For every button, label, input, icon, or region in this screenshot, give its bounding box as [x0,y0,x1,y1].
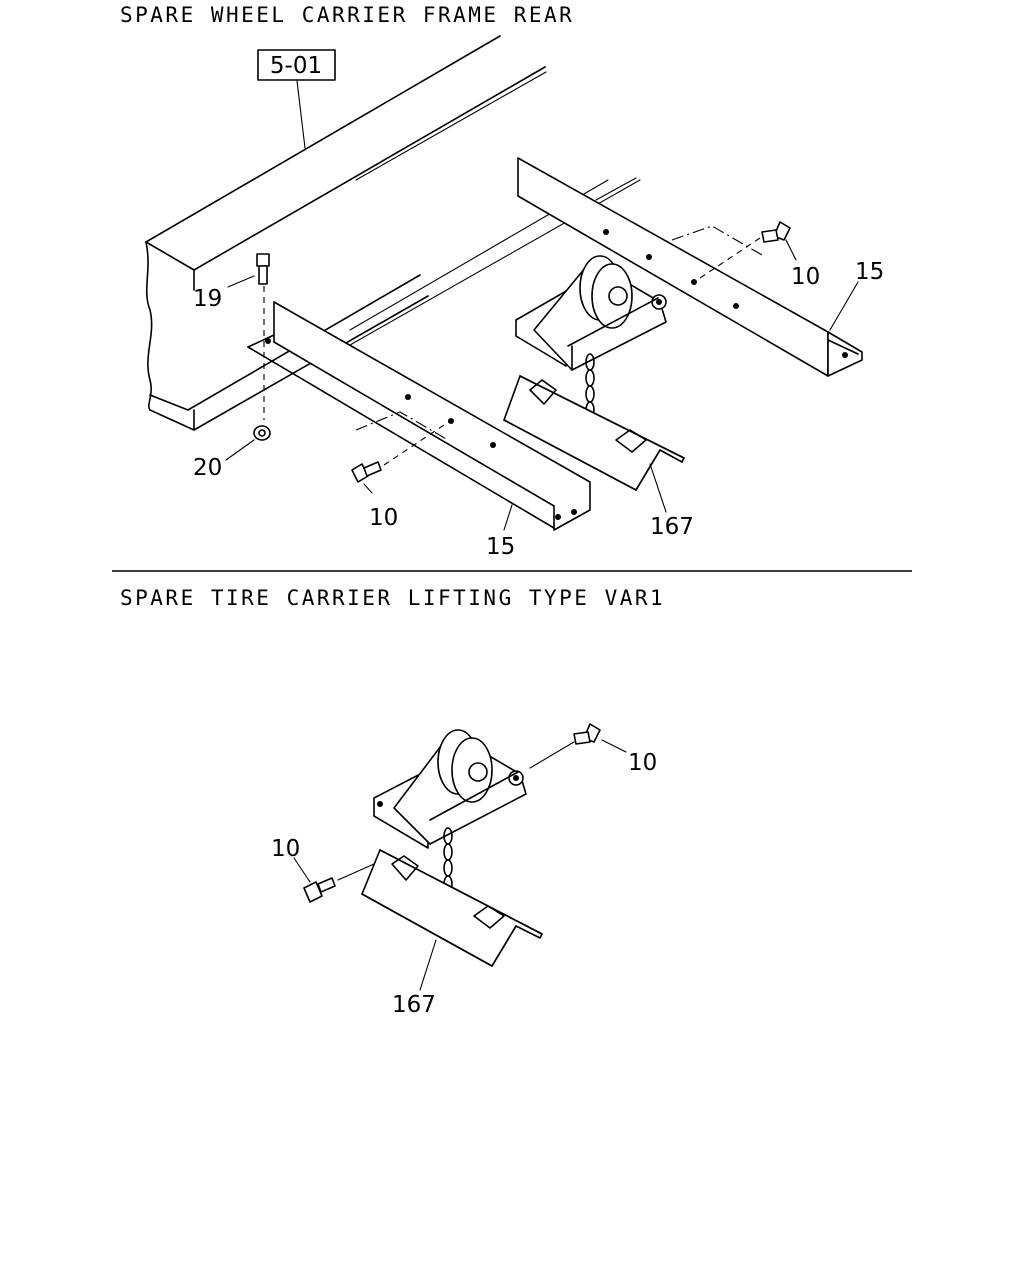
callout-10-right-2: 10 [628,750,657,776]
bolt-19 [256,253,270,420]
callout-10-upper: 10 [791,264,820,290]
callout-167-2: 167 [392,992,436,1018]
leaders-section-2 [293,739,627,991]
winch-assembly-2 [373,729,527,849]
callout-167: 167 [650,514,694,540]
section-1-title: SPARE WHEEL CARRIER FRAME REAR [120,3,574,27]
angle-bracket-right [517,157,863,377]
reference-box-label: 5-01 [270,53,322,79]
callout-19: 19 [193,286,222,312]
callout-20: 20 [193,455,222,481]
bolt-10-left-2 [303,863,375,903]
winch-assembly [515,255,667,371]
callout-15-upper: 15 [855,259,884,285]
chain-2 [443,827,453,893]
angle-bracket-left [247,301,591,531]
reference-box: 5-01 [257,49,336,149]
callout-15-lower: 15 [486,534,515,560]
tire-carrier-plate-2 [361,849,543,967]
bolt-10-right-2 [529,723,601,769]
bolt-10-lower [351,420,451,483]
leaders-section-1 [225,239,859,531]
bolt-10-upper [693,221,791,283]
chain [585,353,595,419]
callout-10-lower: 10 [369,505,398,531]
section-2-title: SPARE TIRE CARRIER LIFTING TYPE VAR1 [120,586,665,610]
tire-carrier-plate [503,375,685,491]
nut-20 [253,425,271,441]
callout-10-left-2: 10 [271,836,300,862]
